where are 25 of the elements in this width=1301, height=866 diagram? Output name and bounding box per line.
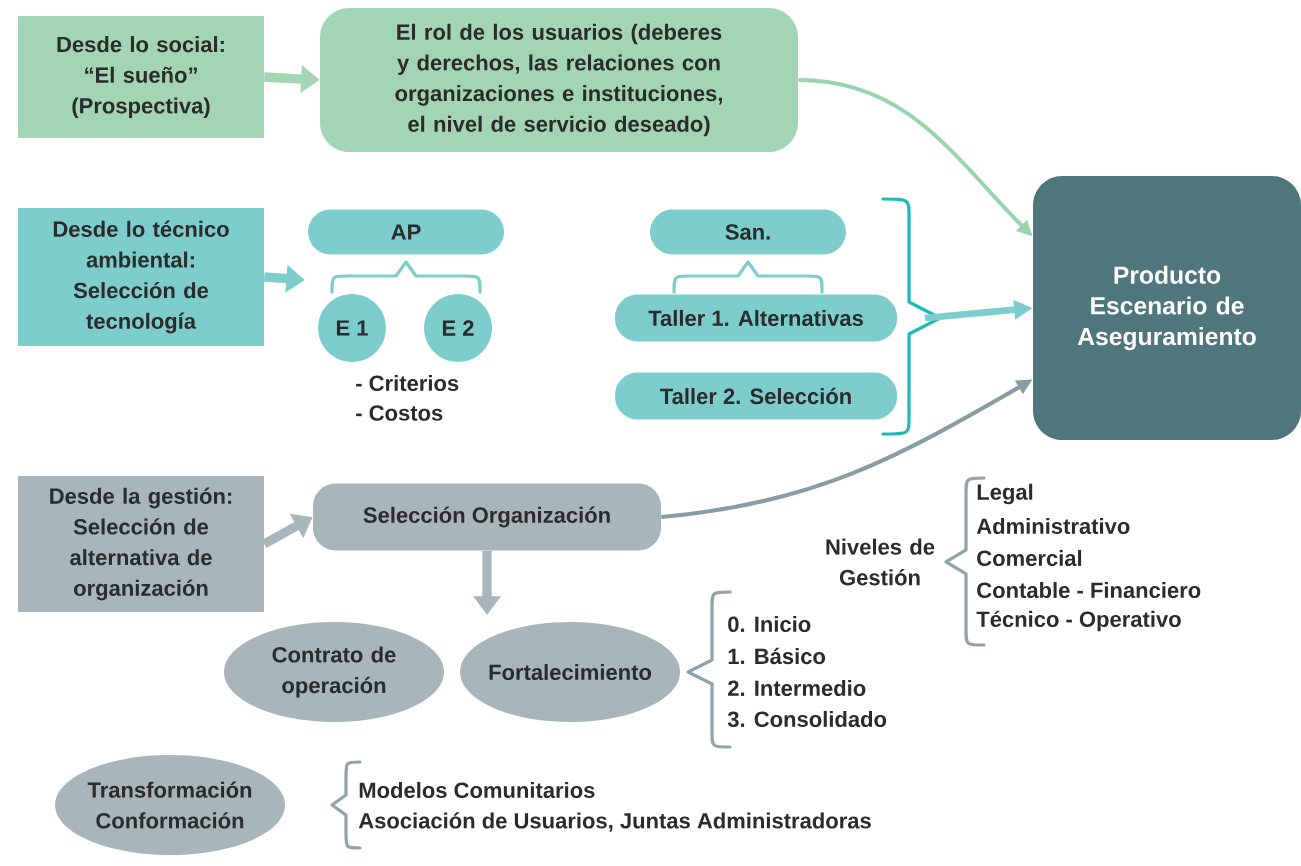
label: Niveles de Gestión [826,538,935,586]
list-item: - Criterios [356,374,459,392]
workshop-pill: Taller 2. Selección [615,372,897,420]
list-item: Modelos Comunitarios [359,781,595,799]
tool-pill: San. [650,209,846,255]
description-box: El rol de los usuarios (deberes y derechos, las relaciones con organizaciones e instituciones, el nivel de servicio deseado) [320,8,798,152]
list-item: 1. Básico [728,647,826,665]
list-item: Asociación de Usuarios, Juntas Administradoras [358,812,871,832]
workshop-pill: Taller 1. Alternativas [615,294,897,342]
list-item: Contable - Financiero [977,581,1201,599]
list-item: 0. Inicio [728,615,811,633]
brace [881,197,942,436]
list-item: Legal [977,483,1033,505]
list-item: Administrativo [976,517,1130,535]
product-box: Producto Escenario de Aseguramiento [1033,176,1301,440]
tool-pill: AP [308,209,504,255]
social-box: Desde lo social: “El sueño” (Prospectiva) [18,16,264,138]
list-item: Comercial [977,549,1082,567]
management-box: Desde la gestión: Selección de alternativa de organización [18,476,264,612]
list-item: 3. Consolidado [727,710,887,728]
technical-box: Desde lo técnico ambiental: Selección de tecnología [18,208,264,346]
list-item: - Costos [356,405,443,421]
selection-pill: Selección Organización [313,483,661,551]
list-item: Técnico - Operativo [976,610,1181,632]
list-item: 2. Intermedio [728,679,866,697]
